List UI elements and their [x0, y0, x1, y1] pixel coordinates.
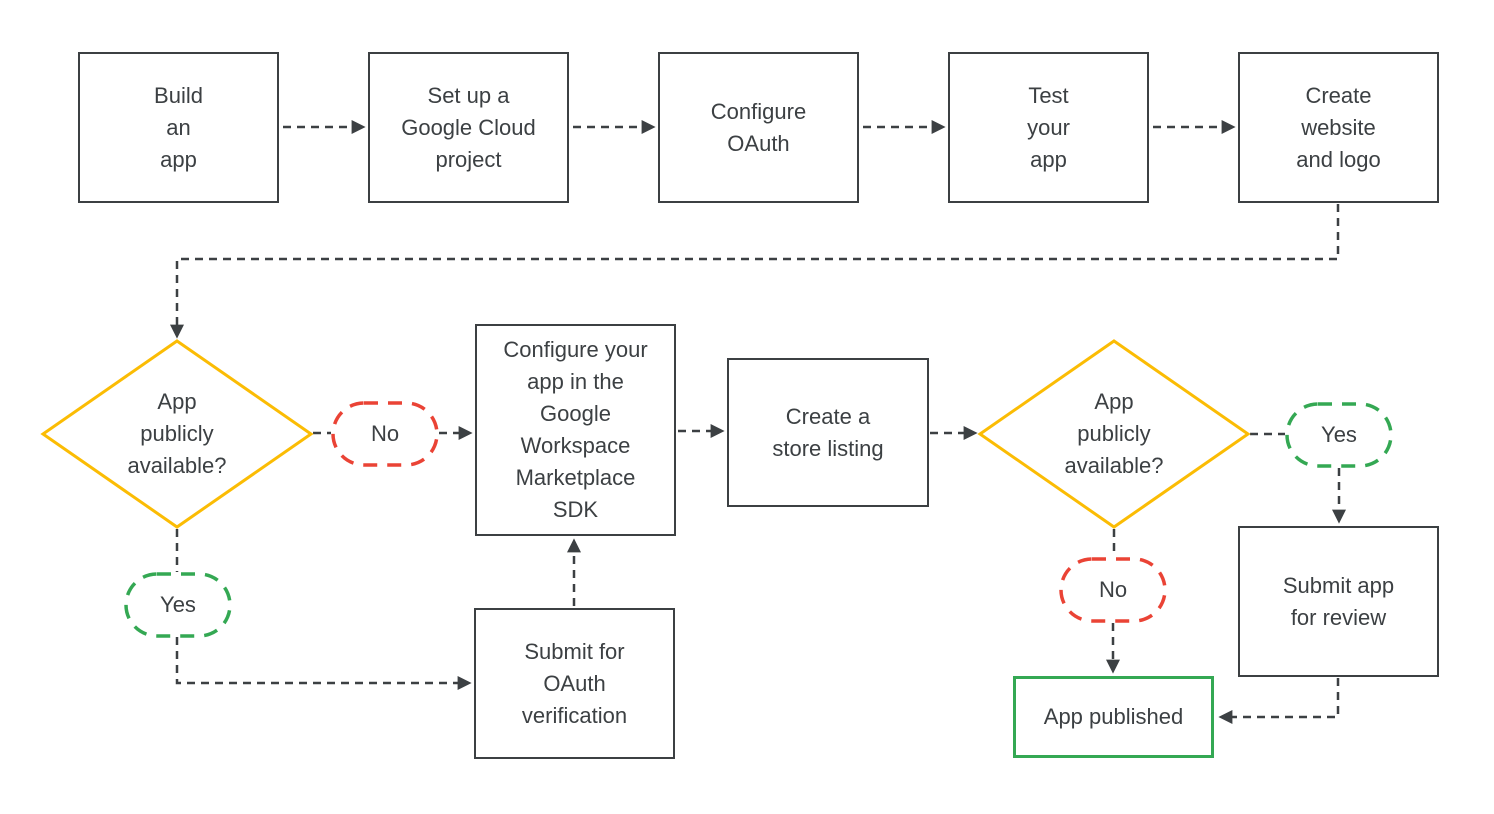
- node-label: Test your app: [1027, 82, 1070, 172]
- node-create-website-and-logo: Create website and logo: [1238, 52, 1439, 203]
- node-submit-app-for-review: Submit app for review: [1238, 526, 1439, 677]
- pill-no-left-shape: [331, 401, 439, 467]
- edge-website-to-decision-left: [170, 204, 1340, 339]
- decision-left-diamond: [40, 339, 314, 529]
- node-set-up-google-cloud-project: Set up a Google Cloud project: [368, 52, 569, 203]
- node-label: Submit for OAuth verification: [521, 638, 628, 728]
- node-label: Create a store listing: [772, 403, 884, 461]
- node-label: Create website and logo: [1296, 82, 1381, 172]
- node-label: App published: [1043, 704, 1184, 729]
- decision-right-diamond: [977, 339, 1251, 529]
- node-configure-oauth: Configure OAuth: [658, 52, 859, 203]
- edge-review-to-published: [1218, 678, 1340, 724]
- pill-yes-right-shape: [1285, 402, 1393, 468]
- node-build-app: Build an app: [78, 52, 279, 203]
- node-label: Configure OAuth: [710, 98, 807, 156]
- node-create-store-listing: Create a store listing: [727, 358, 929, 507]
- node-app-published: App published: [1013, 676, 1214, 758]
- pill-yes-left-shape: [124, 572, 232, 638]
- node-label: Configure your app in the Google Workspa…: [503, 337, 648, 522]
- node-label: Submit app for review: [1282, 572, 1395, 630]
- node-test-your-app: Test your app: [948, 52, 1149, 203]
- edge-yes-to-submit-oauth: [175, 637, 472, 690]
- node-submit-for-oauth-verification: Submit for OAuth verification: [474, 608, 675, 759]
- node-label: Set up a Google Cloud project: [401, 82, 536, 172]
- pill-no-right-shape: [1059, 557, 1167, 623]
- node-configure-app-in-marketplace-sdk: Configure your app in the Google Workspa…: [475, 324, 676, 536]
- node-label: Build an app: [154, 82, 203, 172]
